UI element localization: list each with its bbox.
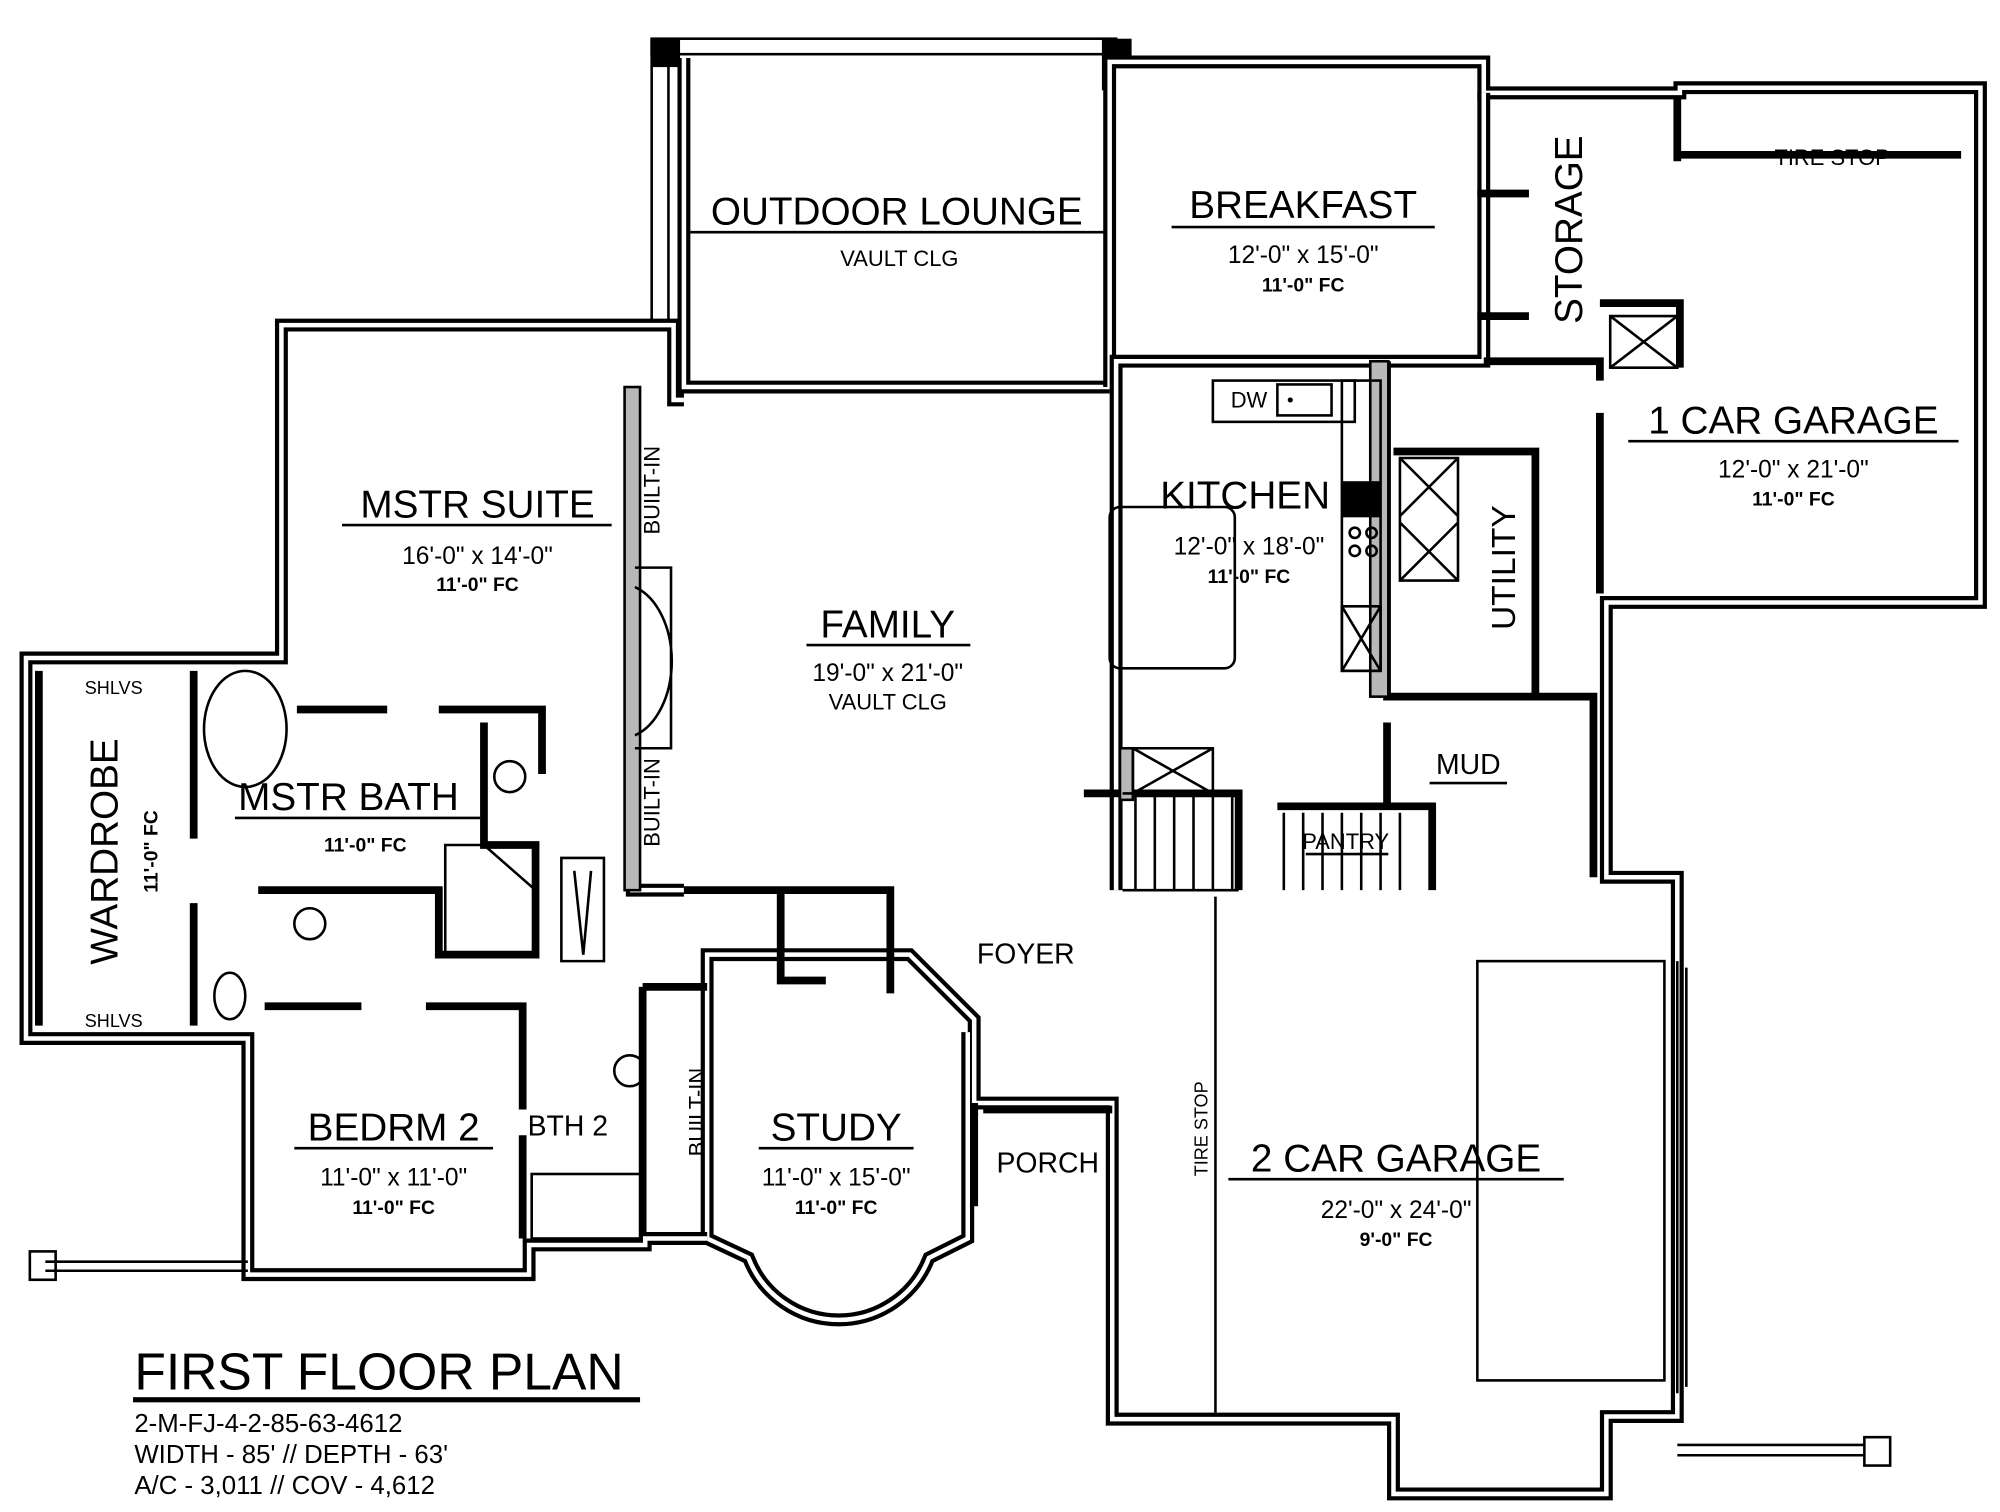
room-mstr-suite-size: 16'-0" x 14'-0" bbox=[402, 543, 553, 570]
room-breakfast-size: 12'-0" x 15'-0" bbox=[1228, 242, 1379, 269]
room-kitchen-size: 12'-0" x 18'-0" bbox=[1174, 534, 1325, 561]
room-utility: UTILITY bbox=[1486, 505, 1523, 630]
room-study: STUDY bbox=[771, 1106, 902, 1149]
room-wardrobe-ceiling: 11'-0" FC bbox=[141, 810, 163, 893]
room-family-ceiling: VAULT CLG bbox=[829, 690, 947, 715]
room-breakfast: BREAKFAST bbox=[1189, 184, 1417, 227]
room-2-car-garage-ceiling: 9'-0" FC bbox=[1360, 1229, 1433, 1251]
room-bedrm-2-ceiling: 11'-0" FC bbox=[352, 1197, 435, 1219]
room-kitchen: KITCHEN bbox=[1160, 474, 1330, 517]
room-family: FAMILY bbox=[820, 603, 955, 646]
site-posts bbox=[28, 1250, 1892, 1467]
room-family-size: 19'-0" x 21'-0" bbox=[812, 660, 963, 687]
room-2-car-garage: 2 CAR GARAGE bbox=[1251, 1137, 1541, 1180]
plan-code: 2-M-FJ-4-2-85-63-4612 bbox=[134, 1410, 402, 1438]
room-porch: PORCH bbox=[996, 1148, 1098, 1180]
garage-2-tire-stop: TIRE STOP bbox=[1192, 1081, 1212, 1176]
room-bedrm-2-size: 11'-0" x 11'-0" bbox=[320, 1165, 467, 1192]
plan-area: A/C - 3,011 // COV - 4,612 bbox=[134, 1472, 435, 1500]
room-1-car-garage: 1 CAR GARAGE bbox=[1648, 399, 1938, 442]
wardrobe-shelves-bottom: SHLVS bbox=[85, 1011, 143, 1031]
room-bath-2: BTH 2 bbox=[528, 1110, 608, 1142]
room-study-ceiling: 11'-0" FC bbox=[795, 1197, 878, 1219]
plan-dimensions: WIDTH - 85' // DEPTH - 63' bbox=[134, 1441, 448, 1469]
wall-inner-line bbox=[1113, 92, 1487, 891]
wall-inner-line bbox=[704, 59, 1983, 1497]
room-mstr-bath: MSTR BATH bbox=[238, 776, 459, 819]
built-in-study: BUILT-IN bbox=[685, 1068, 710, 1157]
room-storage: STORAGE bbox=[1548, 135, 1591, 323]
plan-title: FIRST FLOOR PLAN bbox=[134, 1342, 623, 1400]
room-outdoor-lounge: OUTDOOR LOUNGE bbox=[711, 190, 1083, 233]
room-foyer: FOYER bbox=[977, 939, 1075, 971]
room-labels: OUTDOOR LOUNGE VAULT CLG BREAKFAST 12'-0… bbox=[84, 135, 1959, 1251]
room-mud: MUD bbox=[1436, 749, 1501, 781]
room-mstr-suite-ceiling: 11'-0" FC bbox=[436, 574, 519, 596]
room-mstr-bath-ceiling: 11'-0" FC bbox=[324, 834, 407, 856]
room-1-car-garage-size: 12'-0" x 21'-0" bbox=[1718, 456, 1869, 483]
room-2-car-garage-size: 22'-0" x 24'-0" bbox=[1321, 1197, 1472, 1224]
wall-inner-line bbox=[681, 58, 1110, 390]
exterior-walls bbox=[19, 55, 1987, 1501]
garage-1-tire-stop: TIRE STOP bbox=[1774, 145, 1889, 170]
room-kitchen-ceiling: 11'-0" FC bbox=[1208, 566, 1291, 588]
built-in-family-lower: BUILT-IN bbox=[639, 758, 664, 847]
room-breakfast-ceiling: 11'-0" FC bbox=[1262, 275, 1345, 297]
room-outdoor-lounge-ceiling: VAULT CLG bbox=[840, 246, 958, 271]
room-study-size: 11'-0" x 15'-0" bbox=[762, 1165, 911, 1192]
room-bedrm-2: BEDRM 2 bbox=[308, 1106, 480, 1149]
room-pantry: PANTRY bbox=[1302, 829, 1389, 854]
wardrobe-shelves-top: SHLVS bbox=[85, 678, 143, 698]
wall-inner-line bbox=[23, 322, 708, 1277]
room-1-car-garage-ceiling: 11'-0" FC bbox=[1752, 489, 1835, 511]
built-in-family-upper: BUILT-IN bbox=[639, 446, 664, 535]
dishwasher-label: DW bbox=[1231, 388, 1268, 413]
fixtures bbox=[202, 314, 1688, 1413]
title-block: FIRST FLOOR PLAN 2-M-FJ-4-2-85-63-4612 W… bbox=[133, 1342, 641, 1500]
room-mstr-suite: MSTR SUITE bbox=[360, 483, 594, 526]
room-wardrobe: WARDROBE bbox=[84, 738, 127, 964]
